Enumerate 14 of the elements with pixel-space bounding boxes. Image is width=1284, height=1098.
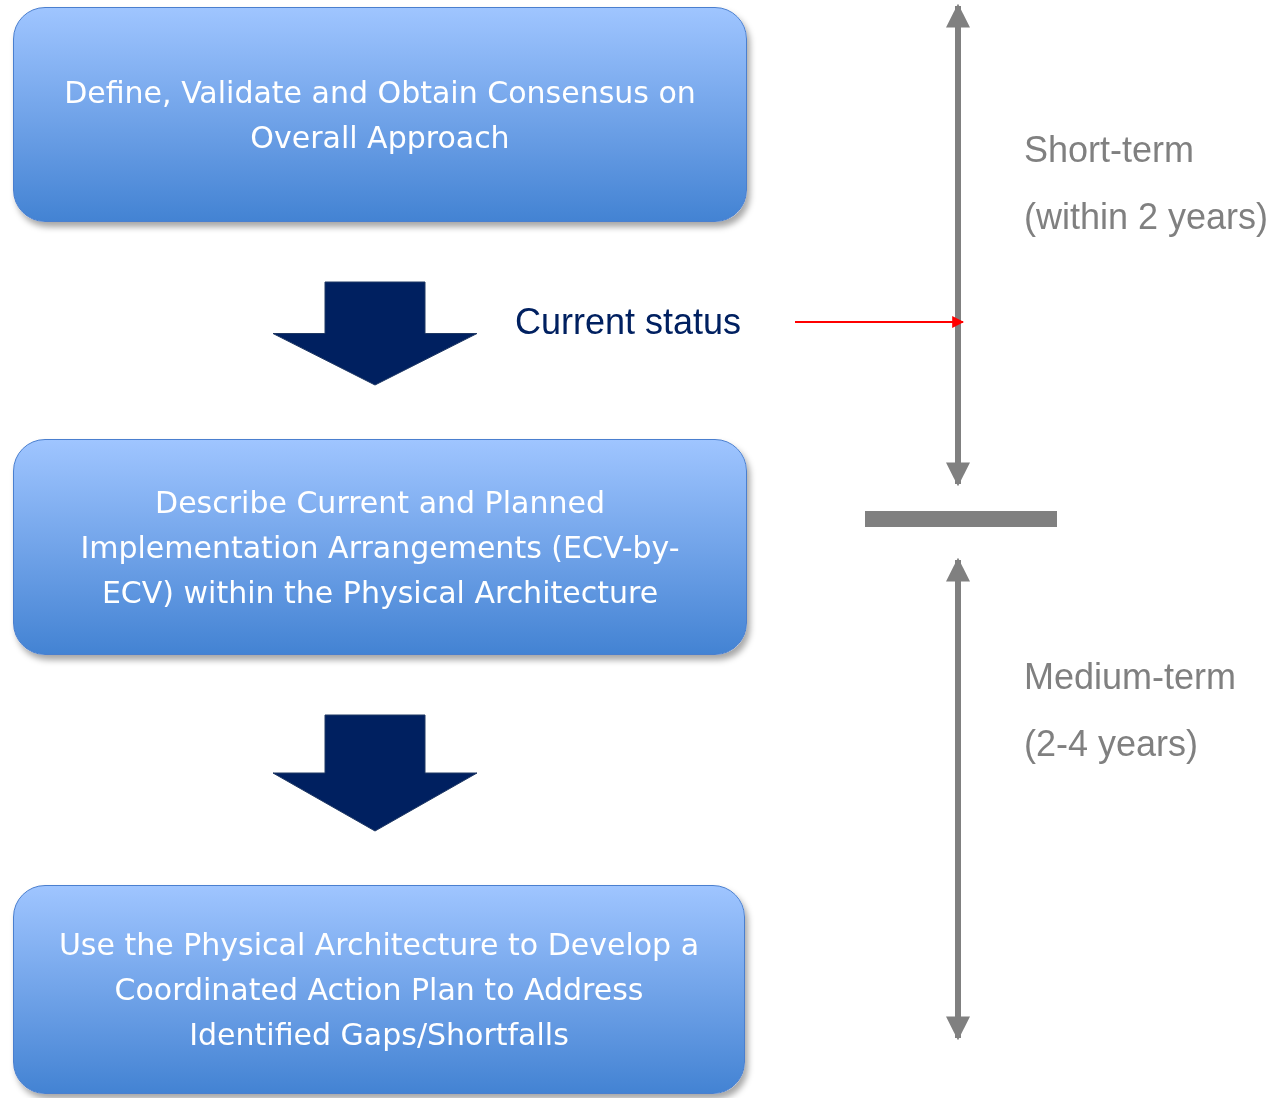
step-text: Use the Physical Architecture to Develop a Coordinated Action Plan to Address Identified Gaps/Shortfalls <box>57 926 701 1054</box>
process-box <box>13 885 745 1094</box>
process-box <box>13 7 747 222</box>
process-box <box>13 439 747 655</box>
block-arrow <box>272 281 478 386</box>
term-label: Short-term <box>1024 128 1195 172</box>
step-text: Describe Current and Planned Implementation Arrangements (ECV-by-ECV) within the Physical Architecture <box>79 483 681 612</box>
term-label: Medium-term <box>1024 655 1237 699</box>
status-label: Current status <box>515 300 742 344</box>
step-text: Define, Validate and Obtain Consensus on Overall Approach <box>63 73 697 157</box>
leader-arrow <box>794 316 965 328</box>
term-label: (2-4 years) <box>1024 722 1199 766</box>
term-label: (within 2 years) <box>1024 195 1269 239</box>
block-arrow <box>272 714 478 832</box>
